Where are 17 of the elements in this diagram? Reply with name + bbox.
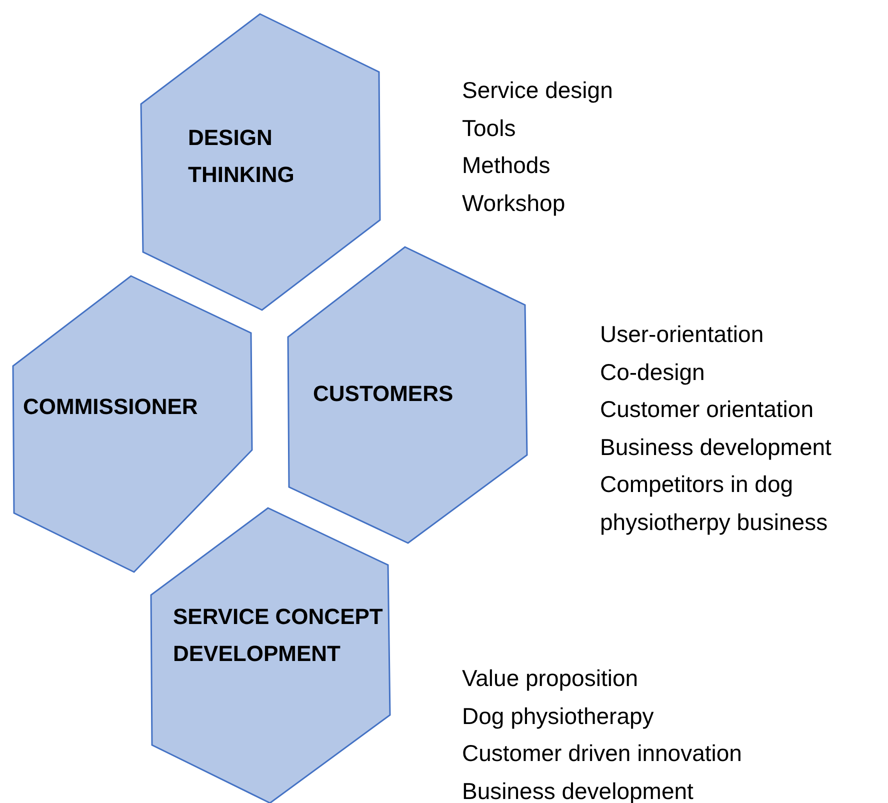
hexagon-label: SERVICE CONCEPT DEVELOPMENT <box>173 603 383 668</box>
list-item: Workshop <box>462 188 566 218</box>
list-item: Service design <box>462 76 613 105</box>
hexagon-label: DESIGN THINKING <box>188 124 296 189</box>
hexagon-label: CUSTOMERS <box>313 380 454 408</box>
hexagon-label: COMMISSIONER <box>23 393 199 421</box>
list-item: Customer orientation <box>600 395 814 424</box>
list-item: Co-design <box>600 358 705 387</box>
list-item: Dog physiotherapy <box>462 702 654 731</box>
list-item: Business development <box>462 776 694 803</box>
list-item: User-orientation <box>600 320 764 349</box>
list-item: Tools <box>462 114 516 142</box>
list-item: Methods <box>462 151 550 180</box>
list-item: Customer driven innovation <box>462 739 742 768</box>
list-item: Competitors in dog physiotherpy business <box>600 470 829 537</box>
list-item: Business development <box>600 432 832 462</box>
list-item: Value proposition <box>462 664 638 693</box>
